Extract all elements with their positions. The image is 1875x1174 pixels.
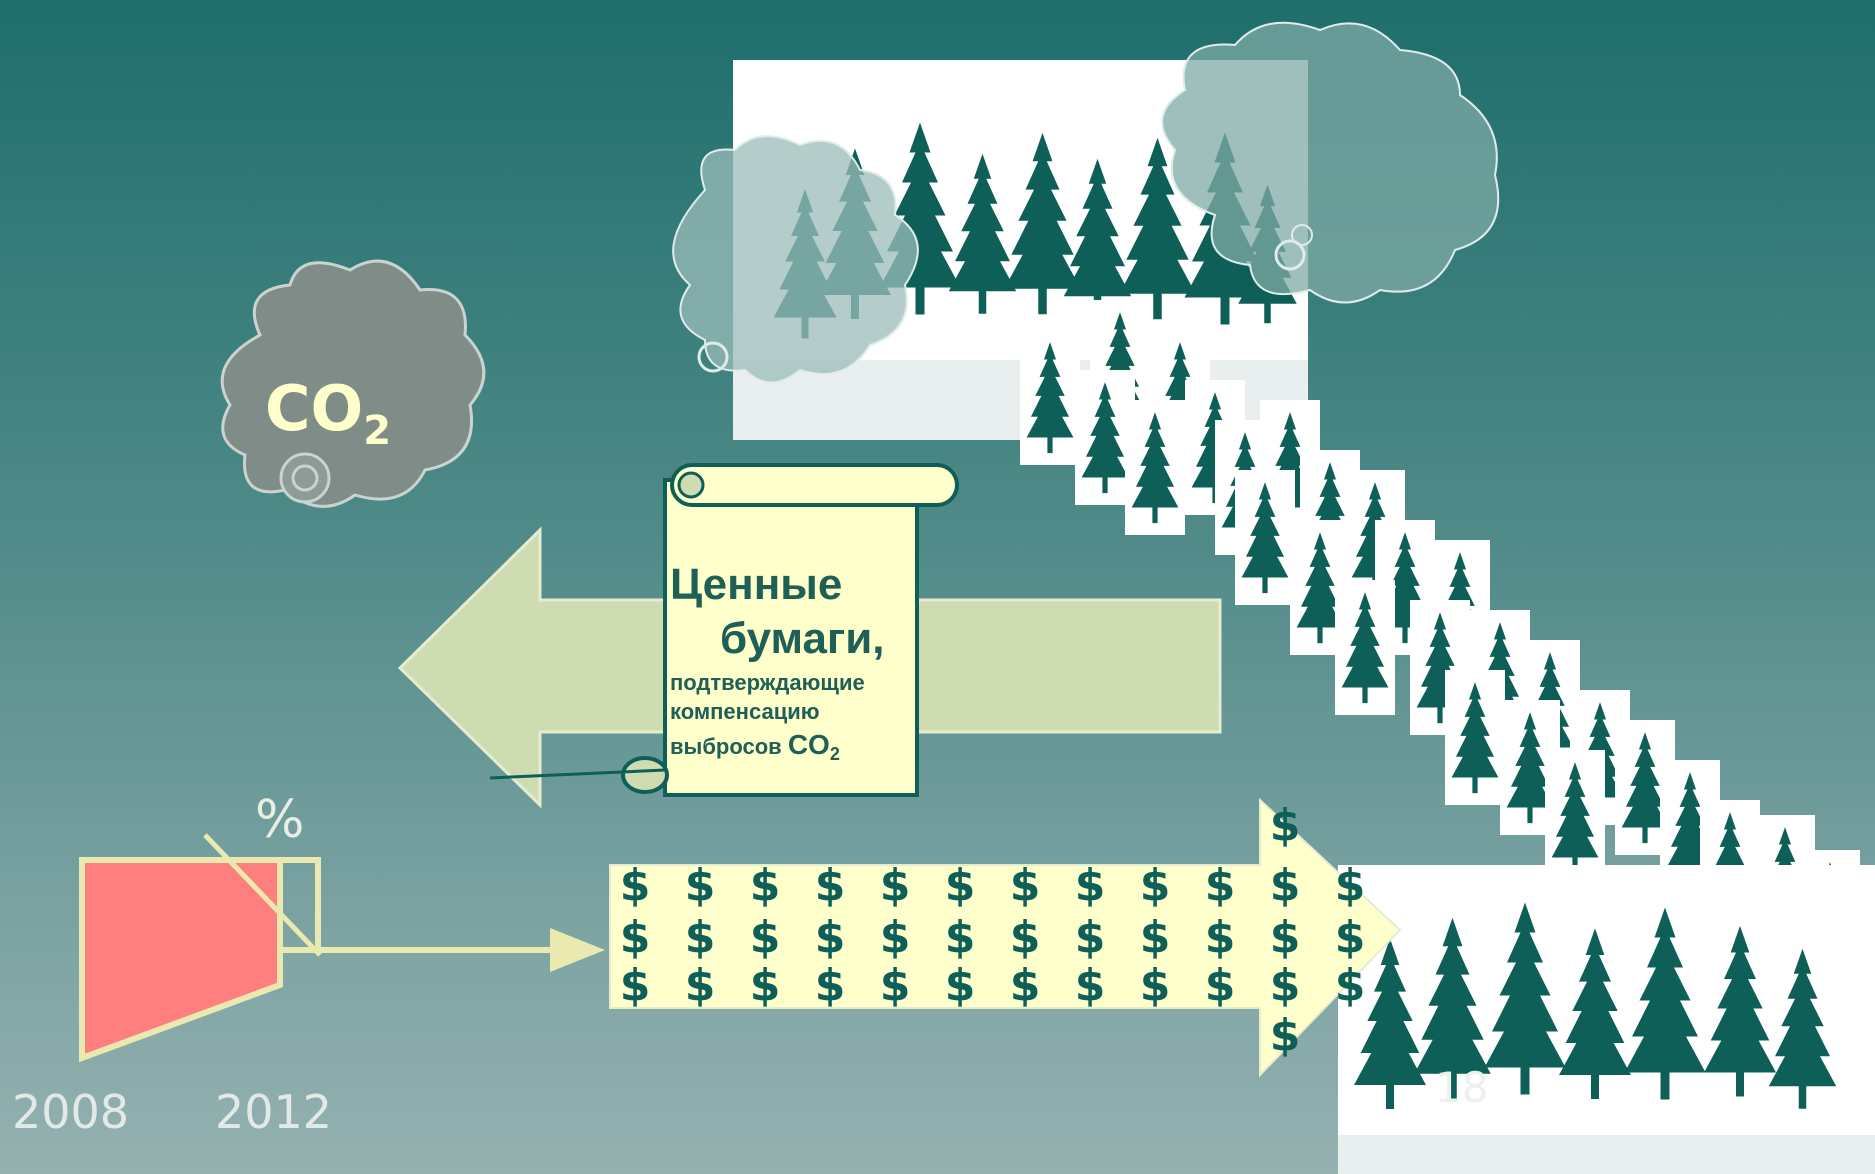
scroll-line-4: компенсацию [670, 699, 820, 724]
scroll-line-1: Ценные [670, 560, 843, 609]
dollar-sign: $ [880, 912, 911, 963]
dollar-sign: $ [620, 912, 651, 963]
scroll-caption: Ценные бумаги, подтверждающие компенсаци… [670, 560, 885, 773]
scroll-line-2: бумаги, [720, 614, 885, 663]
dollar-sign: $ [815, 860, 846, 911]
forest-clouds [672, 21, 1500, 384]
dollar-sign: $ [1140, 912, 1171, 963]
dollar-sign: $ [1270, 1010, 1301, 1061]
securities-scroll [489, 463, 959, 797]
dollar-sign: $ [1205, 912, 1236, 963]
dollar-sign: $ [685, 912, 716, 963]
dollar-sign: $ [815, 912, 846, 963]
dollar-sign: $ [1205, 860, 1236, 911]
co2-cloud [220, 259, 486, 508]
dollar-sign: $ [880, 960, 911, 1011]
dollar-sign: $ [1010, 912, 1041, 963]
money-arrow: $$$$$$$$$$$$$$$$$$$$$$$$$$$$$$$$$$$$$$ [609, 797, 1402, 1078]
dollar-sign: $ [1270, 960, 1301, 1011]
dollar-sign: $ [945, 860, 976, 911]
dollar-sign: $ [815, 960, 846, 1011]
scroll-line-5: выбросов CO2 [670, 729, 840, 764]
dollar-sign: $ [945, 960, 976, 1011]
dollar-sign: $ [1010, 860, 1041, 911]
dollar-sign: $ [750, 912, 781, 963]
dollar-sign: $ [1010, 960, 1041, 1011]
dollar-sign: $ [750, 860, 781, 911]
co2-cloud-label: CO2 [265, 372, 392, 454]
dollar-sign: $ [1140, 860, 1171, 911]
percent-label: % [255, 790, 305, 850]
dollar-sign: $ [685, 860, 716, 911]
dollar-sign: $ [880, 860, 911, 911]
year-end-label: 2012 [215, 1085, 333, 1139]
dollar-sign: $ [750, 960, 781, 1011]
page-number: 18 [1435, 1063, 1489, 1112]
dollar-sign: $ [685, 960, 716, 1011]
dollar-sign: $ [1075, 960, 1106, 1011]
emission-reduction-chart [79, 833, 605, 1063]
dollar-sign: $ [1205, 960, 1236, 1011]
dollar-sign: $ [1270, 800, 1301, 851]
dollar-sign: $ [620, 860, 651, 911]
scroll-line-3: подтверждающие [670, 670, 865, 695]
dollar-sign: $ [1270, 912, 1301, 963]
dollar-sign: $ [1335, 960, 1366, 1011]
year-start-label: 2008 [12, 1085, 130, 1139]
dollar-sign: $ [1270, 860, 1301, 911]
dollar-sign: $ [1140, 960, 1171, 1011]
dollar-sign: $ [620, 960, 651, 1011]
dollar-sign: $ [1075, 912, 1106, 963]
dollar-sign: $ [1335, 912, 1366, 963]
dollar-sign: $ [1075, 860, 1106, 911]
dollar-sign: $ [1335, 860, 1366, 911]
dollar-sign: $ [945, 912, 976, 963]
forest-bottom [1338, 865, 1875, 1174]
